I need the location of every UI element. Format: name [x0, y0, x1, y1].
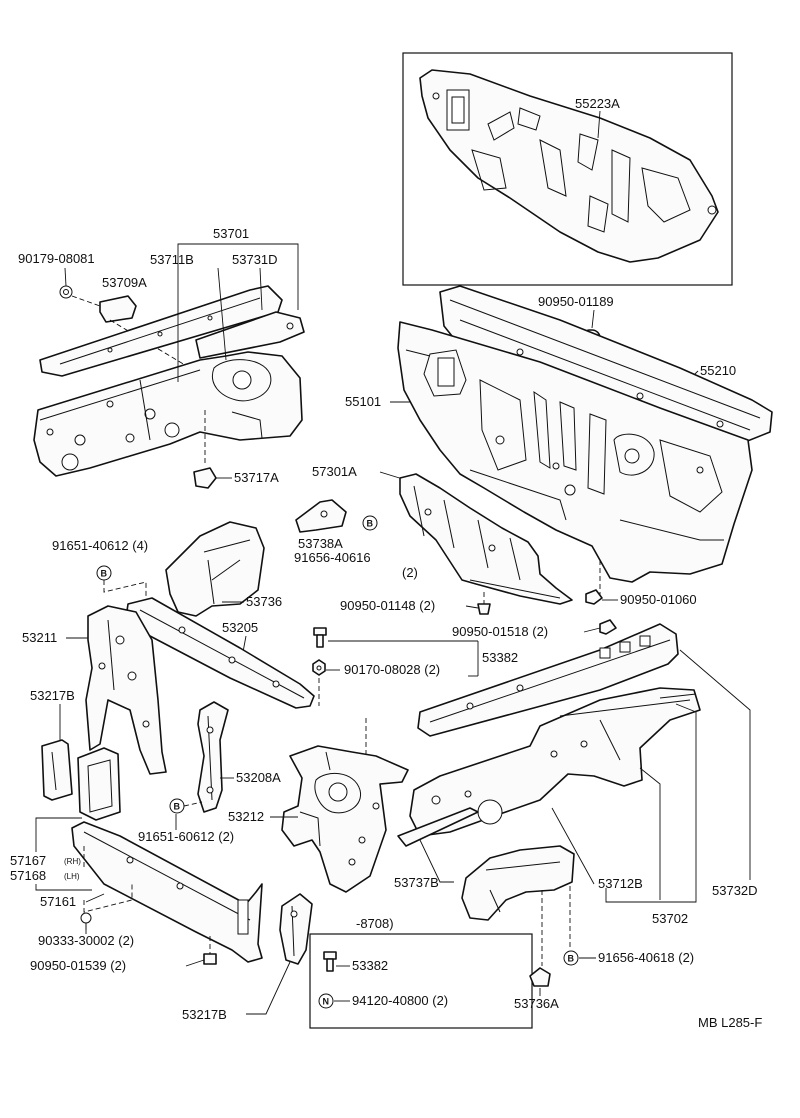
label-90950-01060: 90950-01060 [620, 592, 697, 607]
label-90170-08028: 90170-08028 (2) [344, 662, 440, 677]
part-53217B-seal-bottom [279, 893, 313, 965]
label-53702: 53702 [652, 911, 688, 926]
badge-b-91651-60612-letter: B [174, 802, 181, 812]
part-90950-01148-plug [477, 603, 491, 615]
label-90950-01189: 90950-01189 [538, 294, 614, 309]
part-53701-apron [33, 351, 303, 477]
part-90950-01539-plug [203, 953, 217, 965]
badge-n-94120-40800-letter: N [323, 997, 330, 1007]
label-91656-40616-qty: (2) [402, 565, 418, 580]
part-53717A-clip [193, 467, 217, 489]
label-57167: 57167 [10, 853, 46, 868]
label-53717A: 53717A [234, 470, 279, 485]
part-53736A-shield [461, 845, 575, 921]
part-90170-08028-nut [312, 659, 326, 676]
part-57301A-member [399, 473, 573, 605]
label-8708: -8708) [356, 916, 394, 931]
label-53737B: 53737B [394, 875, 439, 890]
part-55210-cowl [439, 285, 773, 445]
part-55101-dash-panel [397, 321, 753, 583]
part-53208A-brace [197, 701, 229, 813]
part-53217B-seal-top [41, 739, 73, 801]
part-90333-30002-clip [80, 912, 92, 930]
part-53732D-upper-rail [417, 623, 679, 737]
label-53701: 53701 [213, 226, 249, 241]
label-53711B: 53711B [150, 252, 194, 267]
inset-frame-55223A [402, 52, 733, 286]
part-53709A-bracket [99, 295, 137, 323]
part-55223A-insulator [419, 69, 719, 263]
part-90950-01518-plug [599, 619, 617, 635]
label-53217B-top: 53217B [30, 688, 75, 703]
label-53212: 53212 [228, 809, 264, 824]
inset-frame-8708 [309, 933, 533, 1029]
part-53736-shield [165, 521, 265, 617]
label-53382-top: 53382 [482, 650, 518, 665]
part-53205-upper-support [125, 597, 315, 709]
diagram-code: MB L285-F [698, 1015, 762, 1030]
part-90179-08081-nut [59, 285, 73, 299]
label-55101: 55101 [345, 394, 381, 409]
part-53212-lock-support [281, 745, 409, 893]
label-55210: 55210 [700, 363, 736, 378]
part-53737B-brace [397, 807, 479, 847]
label-53712B: 53712B [598, 876, 643, 891]
label-57161: 57161 [40, 894, 76, 909]
label-53736A: 53736A [514, 996, 559, 1011]
label-90950-01539: 90950-01539 (2) [30, 958, 126, 973]
label-94120-40800: 94120-40800 (2) [352, 993, 448, 1008]
label-53736: 53736 [246, 594, 282, 609]
label-57167-side: (RH) [64, 857, 81, 866]
label-91651-40612: 91651-40612 (4) [52, 538, 148, 553]
label-91656-40618: 91656-40618 (2) [598, 950, 694, 965]
badge-b-91651-40612-letter: B [101, 569, 108, 579]
label-53211: 53211 [22, 630, 57, 645]
label-53732D: 53732D [712, 883, 758, 898]
part-53211-side-support [85, 605, 167, 775]
label-53731D: 53731D [232, 252, 278, 267]
badge-n-94120-40800 [318, 993, 334, 1009]
label-55223A: 55223A [575, 96, 620, 111]
label-53205: 53205 [222, 620, 258, 635]
label-91651-60612: 91651-60612 (2) [138, 829, 234, 844]
part-53731D-gusset [195, 311, 305, 359]
label-90179-08081: 90179-08081 [18, 251, 95, 266]
label-90950-01518: 90950-01518 (2) [452, 624, 548, 639]
part-53702-apron [409, 687, 701, 837]
part-57167-bracket [77, 747, 121, 821]
label-53738A: 53738A [298, 536, 343, 551]
label-53382-box: 53382 [352, 958, 388, 973]
label-57168-side: (LH) [64, 872, 80, 881]
label-53208A: 53208A [236, 770, 281, 785]
badge-b-91656-40618 [563, 950, 579, 966]
label-57168: 57168 [10, 868, 46, 883]
label-53709A: 53709A [102, 275, 147, 290]
badge-b-91656-40618-letter: B [568, 954, 575, 964]
label-90333-30002: 90333-30002 (2) [38, 933, 134, 948]
part-90950-01060-plug [585, 589, 603, 605]
part-53736A-clip [529, 967, 551, 987]
badge-b-91656-40616-letter: B [367, 519, 374, 529]
label-53217B-bottom: 53217B [182, 1007, 227, 1022]
label-90950-01148: 90950-01148 (2) [340, 598, 435, 613]
part-53382-bolt-top [313, 627, 327, 648]
label-91656-40616: 91656-40616 [294, 550, 371, 565]
part-53382-bolt-box [323, 951, 337, 972]
part-57161-lower-member [71, 821, 263, 963]
label-57301A: 57301A [312, 464, 357, 479]
badge-b-91656-40616 [362, 515, 378, 531]
part-53738A-bracket [295, 499, 347, 533]
